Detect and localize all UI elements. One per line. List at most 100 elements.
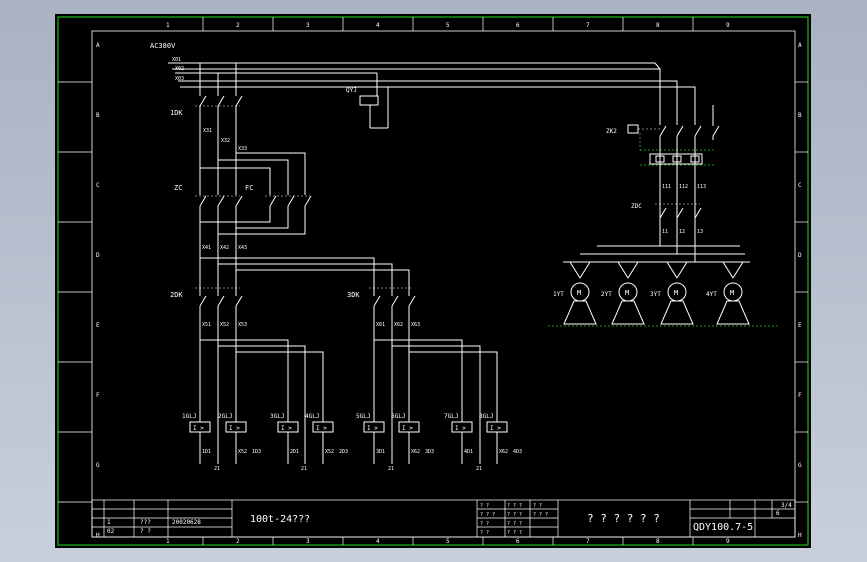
relay-terminal-b: 4D3 [513,449,522,455]
relay-symbol: I > [455,425,466,432]
contactor-3dk: 3DK [347,287,416,311]
grid-row-left-F: F [96,392,100,399]
drawing-sheet [55,14,811,548]
title-mark: ? ? ? [507,521,522,527]
wire-x62: X62 [394,322,403,328]
relay-label: 6GLJ [391,413,405,420]
grid-row-right-G: G [798,462,802,469]
wire-x43: X43 [238,245,247,251]
qyj-relay: QYJ [346,87,379,106]
drawing-number: QDY100.7-5 [693,522,753,533]
wire-labels-11x: 111 112 113 [662,184,706,190]
grid-row-left-H: H [96,532,100,539]
company-name: ? ? ? ? ? ? [587,512,660,525]
relay-symbol: I > [281,425,292,432]
grid-col-bottom-7: 7 [586,538,590,545]
relay-terminal: X62 [499,449,508,455]
group-ref: 21 [476,466,482,472]
relay-box [189,421,211,433]
wire-labels-1x: 11 12 13 [662,229,703,235]
relay-box [363,421,385,433]
title-mark: ? ? [480,521,489,527]
grid-col-top-2: 2 [236,22,240,29]
supply-label: AC380V [150,42,176,50]
contactor-zdc: ZDC [631,203,702,223]
phase-a-label: X01 [172,57,181,63]
relay-symbol: I > [402,425,413,432]
title-mark: ? ? ? [507,530,522,536]
breaker-zk2-label: ZK2 [606,128,617,135]
title-block [91,499,796,538]
title-row2-number: 02 [107,528,115,535]
relay-box [225,421,247,433]
relay-box [486,421,508,433]
relay-terminal-b: 3D3 [425,449,434,455]
grid-row-right-A: A [798,42,802,49]
phase-c-label: X03 [175,76,184,82]
brake-drum [611,300,645,325]
grid-row-right-F: F [798,392,802,399]
title-mark: ? ? [480,530,489,536]
grid-row-right-H: H [798,532,802,539]
wire-x41: X41 [202,245,211,251]
title-scale: 3/4 [781,502,792,509]
wire-x53: X53 [238,322,247,328]
title-date: 20020628 [172,519,201,526]
motor-3YT: M 3YT [650,261,694,325]
grid-row-right-E: E [798,322,802,329]
wire-labels-x3: X31 X32 X33 [203,128,247,152]
wire-x33: X33 [238,146,247,152]
relay-box [398,421,420,433]
power-bus [168,62,696,129]
relay-symbol: I > [316,425,327,432]
grid-row-left-B: B [96,112,100,119]
wire-113: 113 [697,184,706,190]
outer-border [57,16,809,546]
phase-b-label: X02 [175,66,184,72]
relay-symbol: I > [193,425,204,432]
group-ref: 21 [214,466,220,472]
motor-label: 3YT [650,291,661,298]
motor-symbol: M [577,289,581,297]
grid-col-bottom-5: 5 [446,538,450,545]
grid-row-left-G: G [96,462,100,469]
relay-symbol: I > [367,425,378,432]
wire-13: 13 [697,229,703,235]
overload-block [649,140,703,222]
wire-labels-x4: X41 X42 X43 [202,245,247,251]
wire-x63: X63 [411,322,420,328]
relay-terminal-b: 2D3 [339,449,348,455]
qyj-label: QYJ [346,87,357,94]
reversing-wiring [199,110,306,296]
relay-label: 3GLJ [270,413,284,420]
wire-x42: X42 [220,245,229,251]
title-mark: ? ? ? [507,512,522,518]
relay-box [312,421,334,433]
relay-terminal: X52 [325,449,334,455]
relay-label: 7GLJ [444,413,458,420]
motor-lead [716,261,750,279]
wire-labels-x5: X51 X52 X53 [202,322,247,328]
grid-col-bottom-9: 9 [726,538,730,545]
grid-col-top-8: 8 [656,22,660,29]
grid-row-left-E: E [96,322,100,329]
contactor-zdc-label: ZDC [631,203,642,210]
grid-col-bottom-4: 4 [376,538,380,545]
motor-symbol: M [674,289,678,297]
grid-col-top-4: 4 [376,22,380,29]
title-mark: ? ? [480,503,489,509]
grid-row-right-B: B [798,112,802,119]
grid-col-bottom-3: 3 [306,538,310,545]
grid-col-bottom-1: 1 [166,538,170,545]
motor-lead [563,261,597,279]
wire-x32: X32 [221,138,230,144]
